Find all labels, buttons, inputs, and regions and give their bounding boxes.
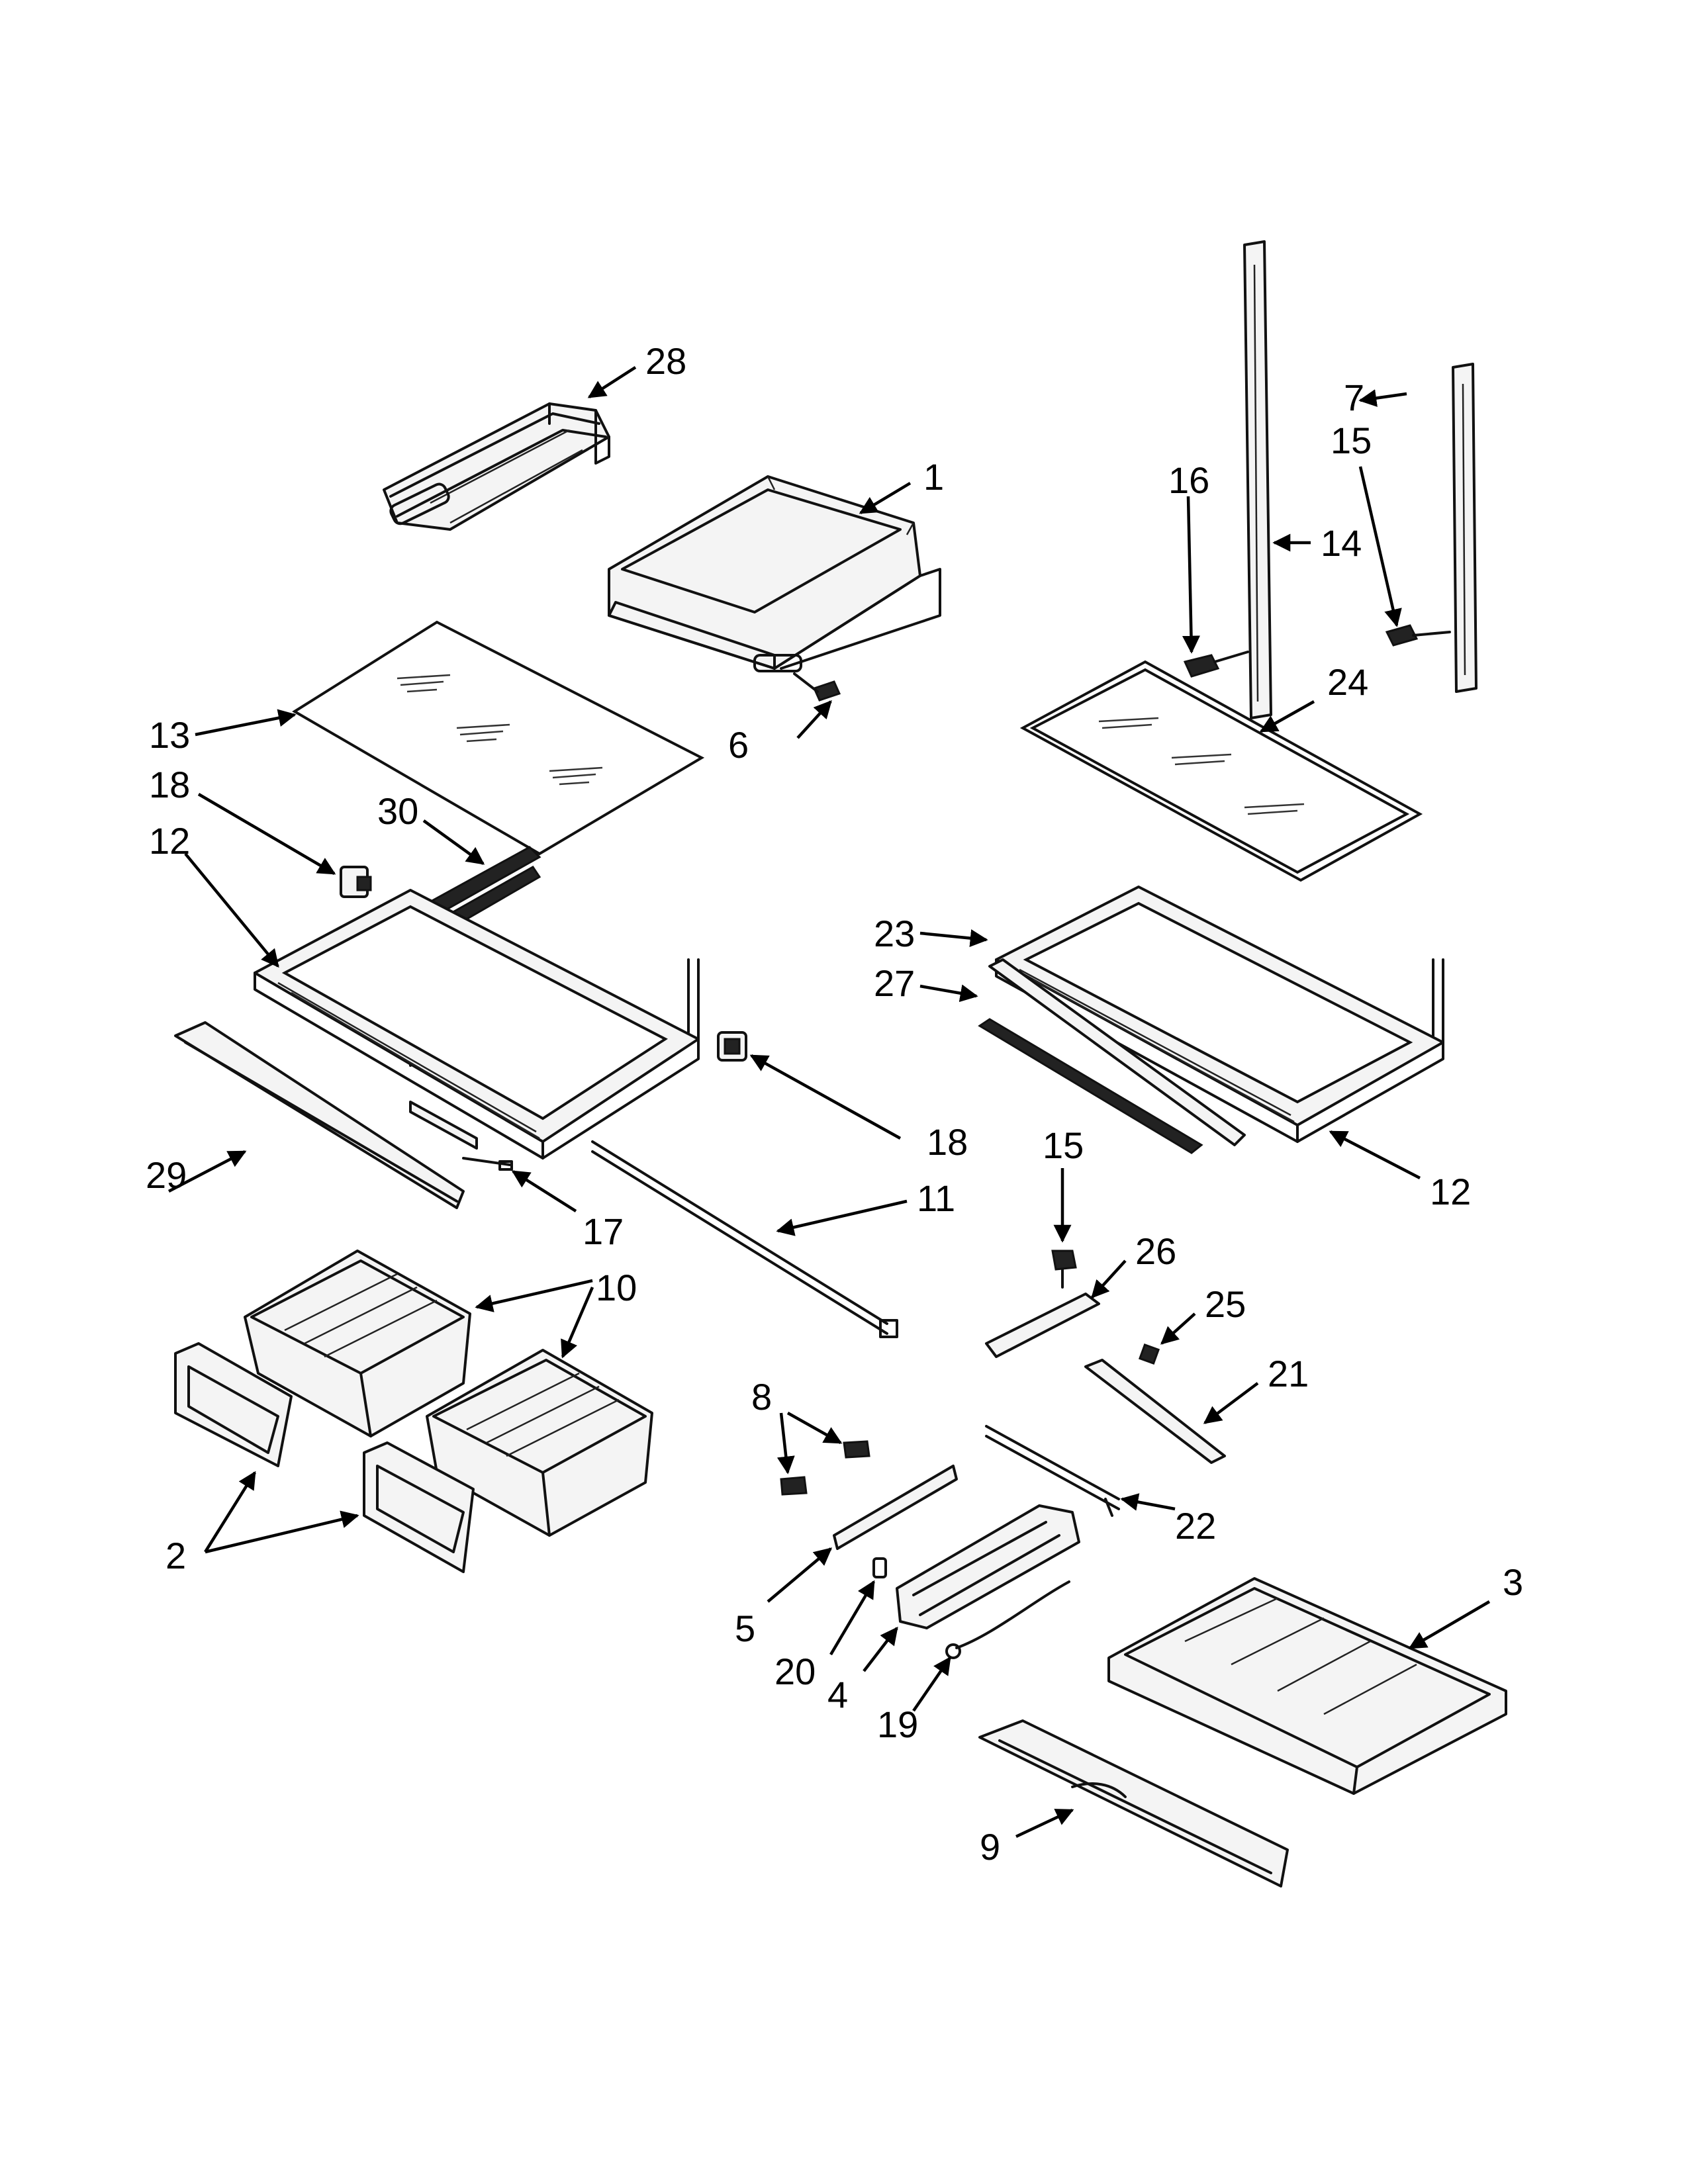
part-27-strip [978, 1018, 1203, 1154]
part-12-shelf-frame-right [995, 886, 1444, 1143]
callout-12-right: 12 [1430, 1171, 1471, 1212]
part-18-clip-right [717, 1031, 747, 1062]
part-29-trim-strip [174, 1021, 465, 1209]
callout-26: 26 [1135, 1230, 1176, 1272]
part-4-housing [896, 1504, 1080, 1629]
part-5-slide [833, 1465, 958, 1550]
callout-21: 21 [1268, 1353, 1309, 1394]
callout-19: 19 [877, 1704, 918, 1745]
callout-4: 4 [827, 1674, 848, 1715]
part-28-small-bin [383, 402, 610, 531]
part-2-drawer-front-left [174, 1342, 293, 1467]
callout-3: 3 [1503, 1561, 1523, 1603]
callout-28: 28 [645, 340, 686, 382]
part-9-pan-front [978, 1719, 1289, 1888]
callout-8: 8 [751, 1376, 772, 1418]
callout-5: 5 [735, 1608, 755, 1649]
part-18-clip-left [340, 866, 372, 898]
part-6-screw [793, 672, 841, 702]
part-15-screw-middle [1051, 1250, 1077, 1289]
callout-6: 6 [728, 724, 749, 766]
part-8-screw-upper [843, 1440, 870, 1459]
callout-15-top: 15 [1331, 420, 1372, 461]
callout-7: 7 [1344, 377, 1364, 418]
callout-12-left: 12 [149, 820, 190, 862]
part-24-glass-shelf [1019, 660, 1423, 882]
part-21-bracket [1084, 1359, 1226, 1464]
leader-lines [167, 366, 1491, 1839]
callout-1: 1 [923, 456, 944, 498]
part-1-shelf-tray [608, 475, 941, 672]
part-20-clip [872, 1557, 887, 1578]
part-11-rod [591, 1140, 898, 1338]
callout-13: 13 [149, 714, 190, 756]
part-17-bracket [409, 1101, 513, 1171]
callout-24: 24 [1327, 661, 1368, 703]
callout-2: 2 [165, 1535, 186, 1576]
callout-29: 29 [146, 1154, 187, 1196]
callout-20: 20 [774, 1651, 816, 1692]
part-15-screw-top [1385, 624, 1451, 647]
part-7-vertical-rail [1452, 363, 1477, 693]
part-14-vertical-rail [1243, 240, 1272, 719]
part-26-bracket [985, 1293, 1100, 1358]
callout-labels: 28 1 6 13 18 30 12 29 18 17 11 10 2 7 15… [146, 340, 1523, 1868]
part-22-bracket [985, 1425, 1120, 1517]
callout-15-middle: 15 [1043, 1124, 1084, 1166]
callout-25: 25 [1205, 1283, 1246, 1325]
part-10-crisper-drawer-left [244, 1250, 471, 1437]
part-23-strip [988, 958, 1246, 1146]
part-2-drawer-front-right [363, 1441, 475, 1573]
callout-23: 23 [874, 913, 915, 954]
callout-30: 30 [377, 790, 418, 832]
callout-22: 22 [1175, 1505, 1216, 1547]
part-12-shelf-frame-left [254, 889, 700, 1160]
part-8-screw-lower [780, 1476, 808, 1496]
callout-9: 9 [980, 1826, 1000, 1868]
part-13-glass-shelf [292, 620, 705, 856]
part-19-wire [945, 1580, 1070, 1659]
callout-18-left: 18 [149, 764, 190, 805]
callout-16: 16 [1168, 459, 1209, 501]
callout-17: 17 [583, 1210, 624, 1252]
callout-18-right: 18 [927, 1121, 968, 1163]
callout-11: 11 [917, 1177, 955, 1219]
callout-27: 27 [874, 962, 915, 1004]
callout-10: 10 [596, 1267, 637, 1308]
callout-14: 14 [1321, 522, 1362, 564]
part-25-pad [1138, 1343, 1160, 1365]
part-16-screw [1183, 651, 1249, 678]
part-3-large-pan [1107, 1577, 1507, 1795]
